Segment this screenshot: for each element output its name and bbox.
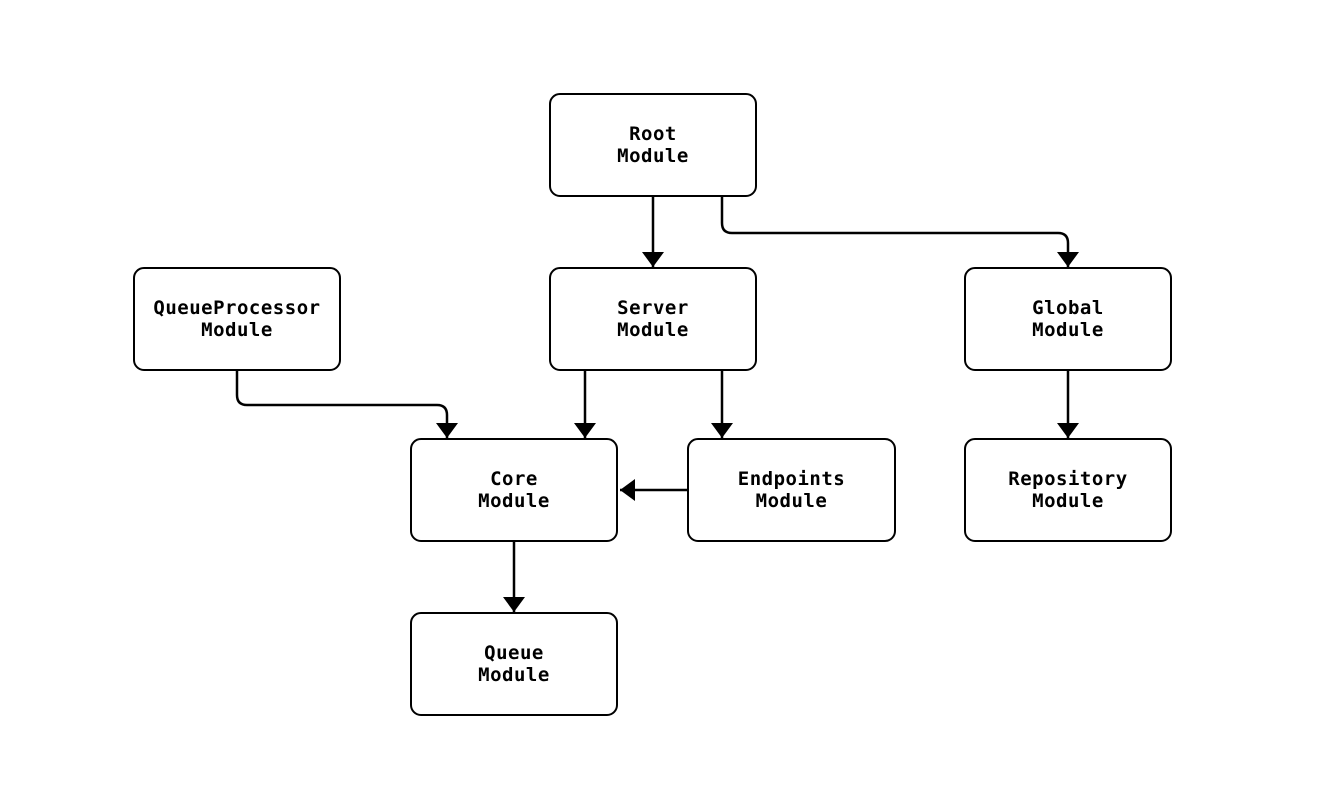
- node-queue-module-label: Queue Module: [478, 642, 550, 686]
- node-repository-module-label: Repository Module: [1008, 468, 1128, 512]
- node-global-module: Global Module: [964, 267, 1172, 371]
- node-core-module: Core Module: [410, 438, 618, 542]
- node-endpoints-module: Endpoints Module: [687, 438, 896, 542]
- node-root-module-label: Root Module: [617, 123, 689, 167]
- node-endpoints-module-label: Endpoints Module: [737, 468, 846, 512]
- edge-root-to-global-arrow: [720, 197, 1079, 267]
- edge-queueprocessor-to-core-arrow: [235, 371, 458, 438]
- node-server-module: Server Module: [549, 267, 757, 371]
- node-queue-module: Queue Module: [410, 612, 618, 716]
- node-core-module-label: Core Module: [478, 468, 550, 512]
- node-queueprocessor-module-label: QueueProcessor Module: [153, 297, 321, 341]
- node-server-module-label: Server Module: [617, 297, 689, 341]
- node-repository-module: Repository Module: [964, 438, 1172, 542]
- node-global-module-label: Global Module: [1032, 297, 1104, 341]
- node-root-module: Root Module: [549, 93, 757, 197]
- node-queueprocessor-module: QueueProcessor Module: [133, 267, 341, 371]
